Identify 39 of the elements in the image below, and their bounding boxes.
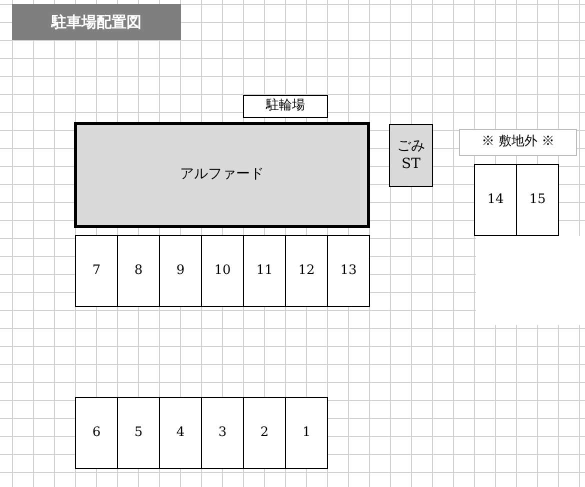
parking-space [285,397,328,469]
parking-space [243,397,286,469]
parking-space [516,164,559,236]
sign-box [243,95,328,118]
box-label: 10 [214,262,231,280]
parking-space [201,235,244,307]
garbage-station-box [389,124,433,187]
box-label: 1 [302,424,311,442]
parking-space [159,235,202,307]
box-label: 11 [256,262,273,280]
parking-space [117,397,160,469]
box-label: 7 [92,262,101,280]
box-label: 3 [218,424,227,442]
parking-space [75,397,118,469]
parking-space [75,235,118,307]
parking-space [201,397,244,469]
box-label: ごみ ST [396,138,426,173]
box-label: 駐輪場 [266,98,305,115]
box-label: 12 [298,262,315,280]
box-label: 15 [529,192,546,208]
box-label: 5 [134,424,143,442]
parking-space [474,164,517,236]
box-label: 14 [487,192,504,208]
note-box [459,129,577,156]
box-label: ※ 敷地外 ※ [481,134,555,151]
parking-space [327,235,370,307]
parking-space [243,235,286,307]
parking-space [159,397,202,469]
box-label: アルファード [180,166,264,184]
box-label: 2 [260,424,269,442]
box-label: 4 [176,424,185,442]
building-block [74,122,370,228]
title-banner: 駐車場配置図 [12,4,181,40]
parking-space [117,235,160,307]
parking-space [285,235,328,307]
box-label: 6 [92,424,101,442]
box-label: 9 [176,262,185,280]
box-label: 13 [340,262,357,280]
box-label: 8 [134,262,143,280]
